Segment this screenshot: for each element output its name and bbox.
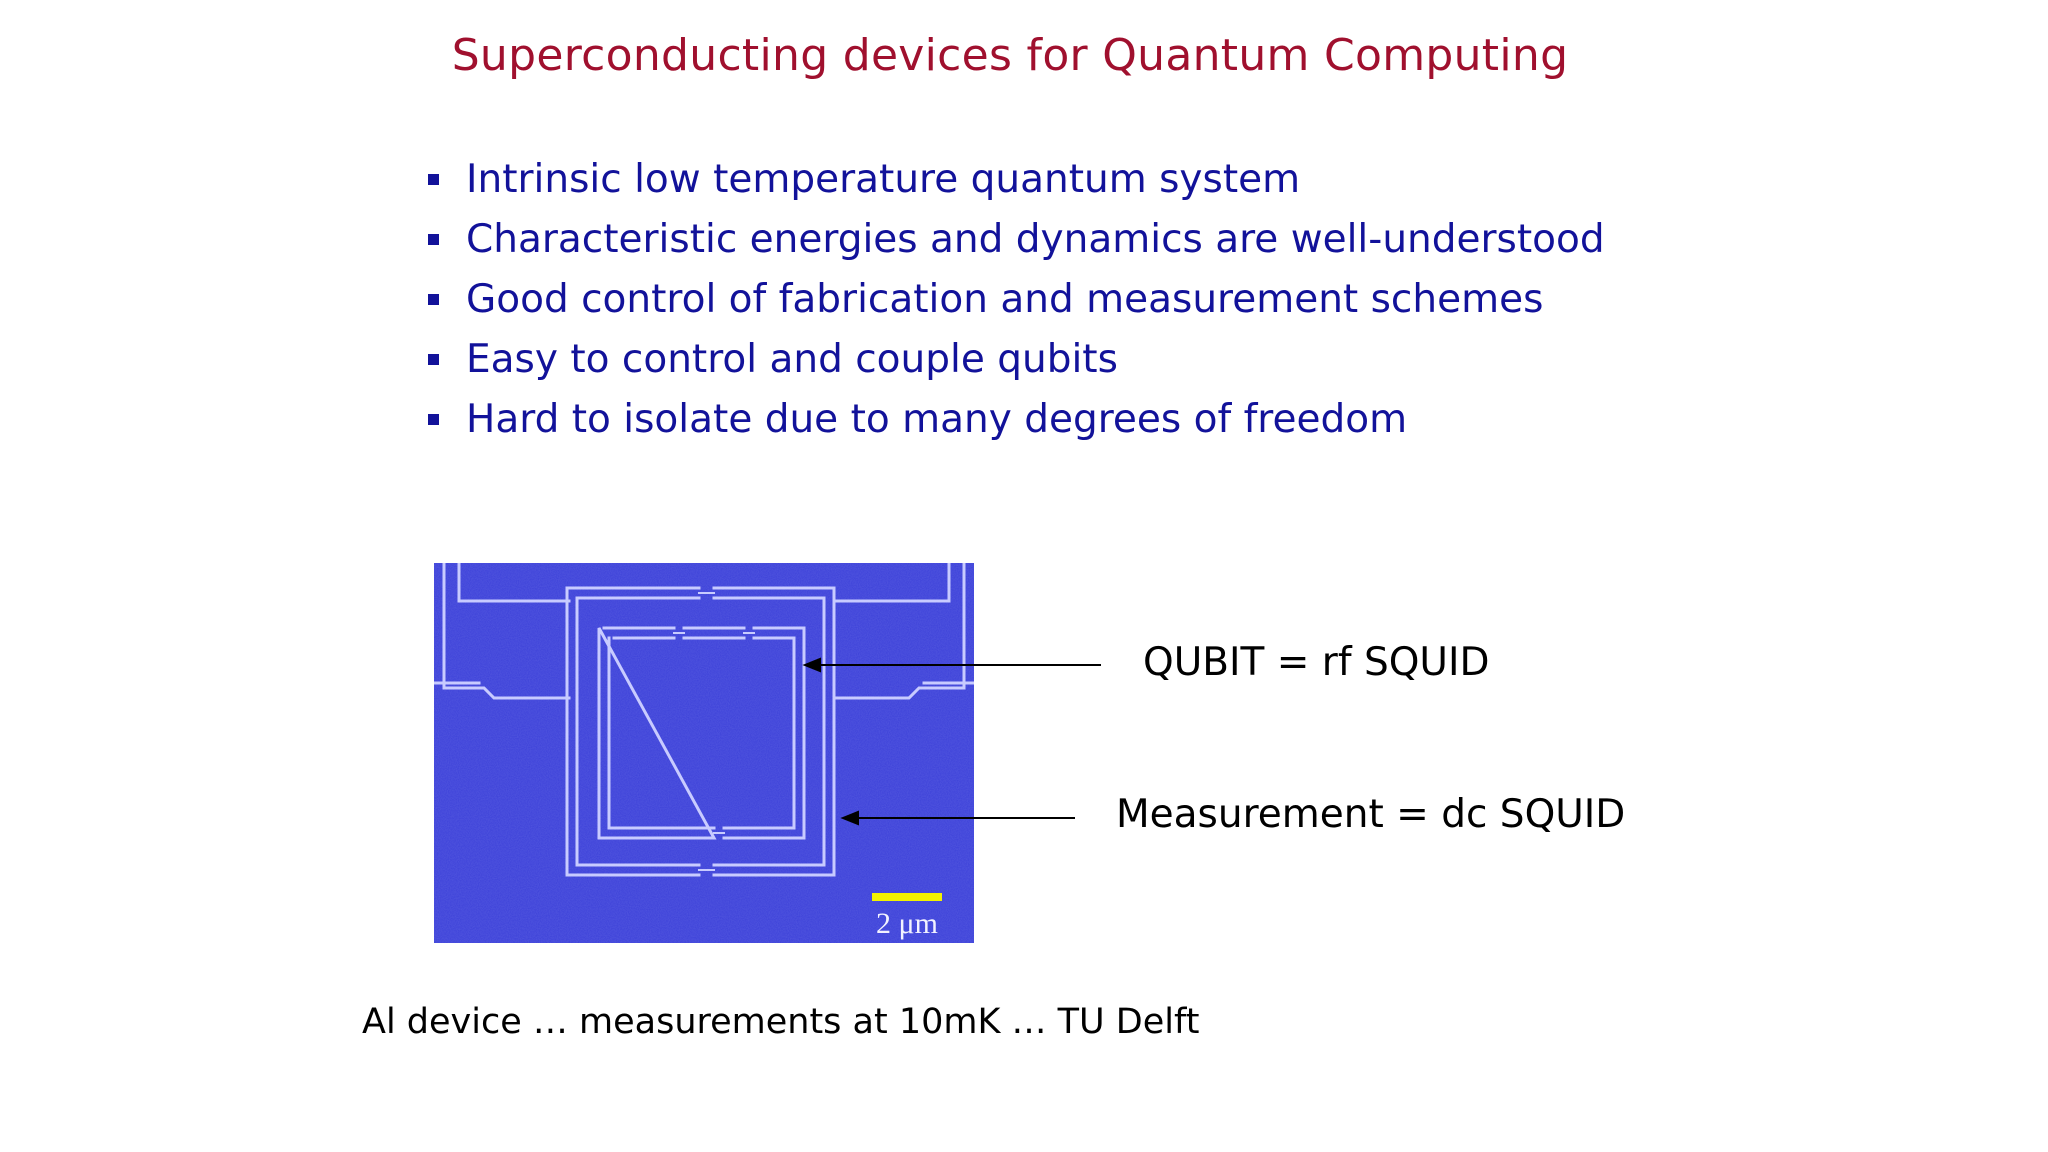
- bullet-item: Hard to isolate due to many degrees of f…: [425, 390, 1605, 450]
- sem-micrograph-image: 2 μm: [434, 563, 974, 943]
- scale-bar: [872, 893, 942, 901]
- measurement-label: Measurement = dc SQUID: [1116, 792, 1626, 837]
- bullet-item: Easy to control and couple qubits: [425, 330, 1605, 390]
- bullet-item: Intrinsic low temperature quantum system: [425, 150, 1605, 210]
- scale-bar-label: 2 μm: [876, 907, 938, 940]
- qubit-label: QUBIT = rf SQUID: [1143, 640, 1490, 685]
- bullet-text: Hard to isolate due to many degrees of f…: [466, 397, 1408, 442]
- bullet-item: Characteristic energies and dynamics are…: [425, 210, 1605, 270]
- measurement-arrow-head-icon: [840, 810, 859, 826]
- bullet-item: Good control of fabrication and measurem…: [425, 270, 1605, 330]
- bullet-text: Good control of fabrication and measurem…: [466, 277, 1544, 322]
- bullet-square-icon: [428, 294, 439, 305]
- caption: Al device … measurements at 10mK … TU De…: [362, 1002, 1200, 1042]
- bullet-square-icon: [428, 354, 439, 365]
- slide-title: Superconducting devices for Quantum Comp…: [451, 30, 1569, 81]
- bullet-square-icon: [428, 234, 439, 245]
- qubit-arrow-head-icon: [802, 657, 821, 673]
- bullet-list: Intrinsic low temperature quantum system…: [425, 150, 1605, 450]
- bullet-square-icon: [428, 174, 439, 185]
- bullet-square-icon: [428, 414, 439, 425]
- bullet-text: Easy to control and couple qubits: [466, 337, 1118, 382]
- bullet-text: Intrinsic low temperature quantum system: [466, 157, 1301, 202]
- bullet-text: Characteristic energies and dynamics are…: [466, 217, 1605, 262]
